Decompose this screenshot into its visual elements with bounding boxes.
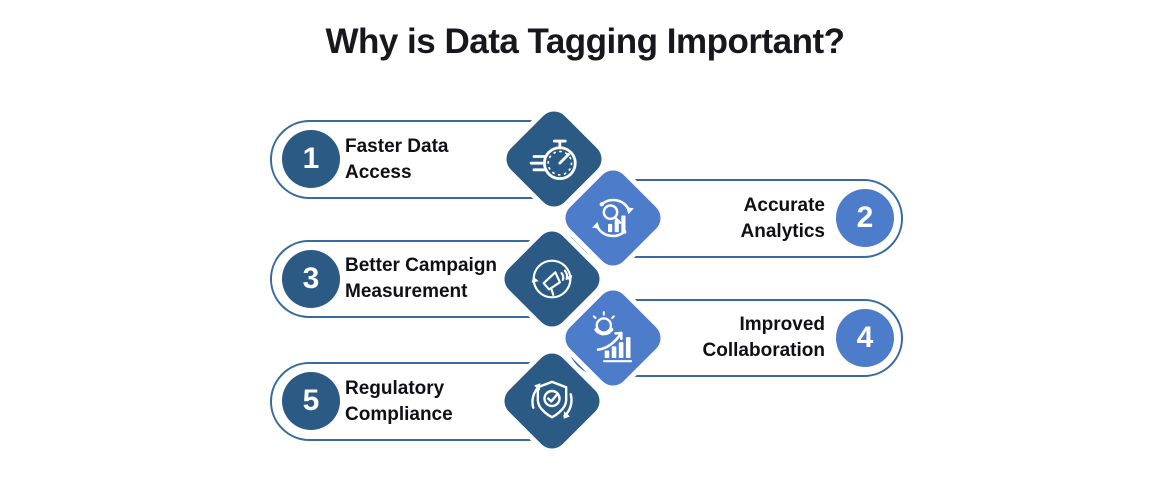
step-label-4-line2: Collaboration xyxy=(702,340,825,361)
step-icon-tile-1 xyxy=(500,105,608,213)
step-label-1-line2: Access xyxy=(345,161,412,183)
step-number-badge-5: 5 xyxy=(282,372,340,430)
step-number-badge-1: 1 xyxy=(282,130,340,188)
step-icon-tile-3 xyxy=(498,225,606,333)
step-number-badge-2: 2 xyxy=(836,189,894,247)
step-label-4: Improved Collaboration xyxy=(600,299,825,377)
step-label-3-line1: Better Campaign xyxy=(345,255,498,276)
step-label-3-line2: Measurement xyxy=(345,281,468,302)
page-title: Why is Data Tagging Important? xyxy=(325,22,845,61)
step-label-2-line2: Analytics xyxy=(740,220,825,242)
step-label-1: Faster Data Access xyxy=(345,120,545,199)
step-label-1-line1: Faster Data xyxy=(345,135,449,157)
step-label-4-line1: Improved xyxy=(739,314,825,335)
analytics-refresh-icon xyxy=(583,188,643,248)
shield-compliance-icon xyxy=(522,371,582,431)
step-icon-tile-5 xyxy=(498,347,606,455)
step-label-2-line1: Accurate xyxy=(743,194,825,216)
speed-stopwatch-icon xyxy=(524,129,584,189)
step-label-2: Accurate Analytics xyxy=(600,179,825,258)
idea-growth-icon xyxy=(583,308,643,368)
step-icon-tile-2 xyxy=(559,164,667,272)
step-label-3: Better Campaign Measurement xyxy=(345,240,555,318)
step-label-5: Regulatory Compliance xyxy=(345,362,545,441)
step-number-badge-4: 4 xyxy=(836,309,894,367)
step-icon-tile-4 xyxy=(559,284,667,392)
step-number-badge-3: 3 xyxy=(282,250,340,308)
step-label-5-line2: Compliance xyxy=(345,403,453,425)
step-label-5-line1: Regulatory xyxy=(345,377,445,399)
campaign-megaphone-icon xyxy=(522,249,582,309)
